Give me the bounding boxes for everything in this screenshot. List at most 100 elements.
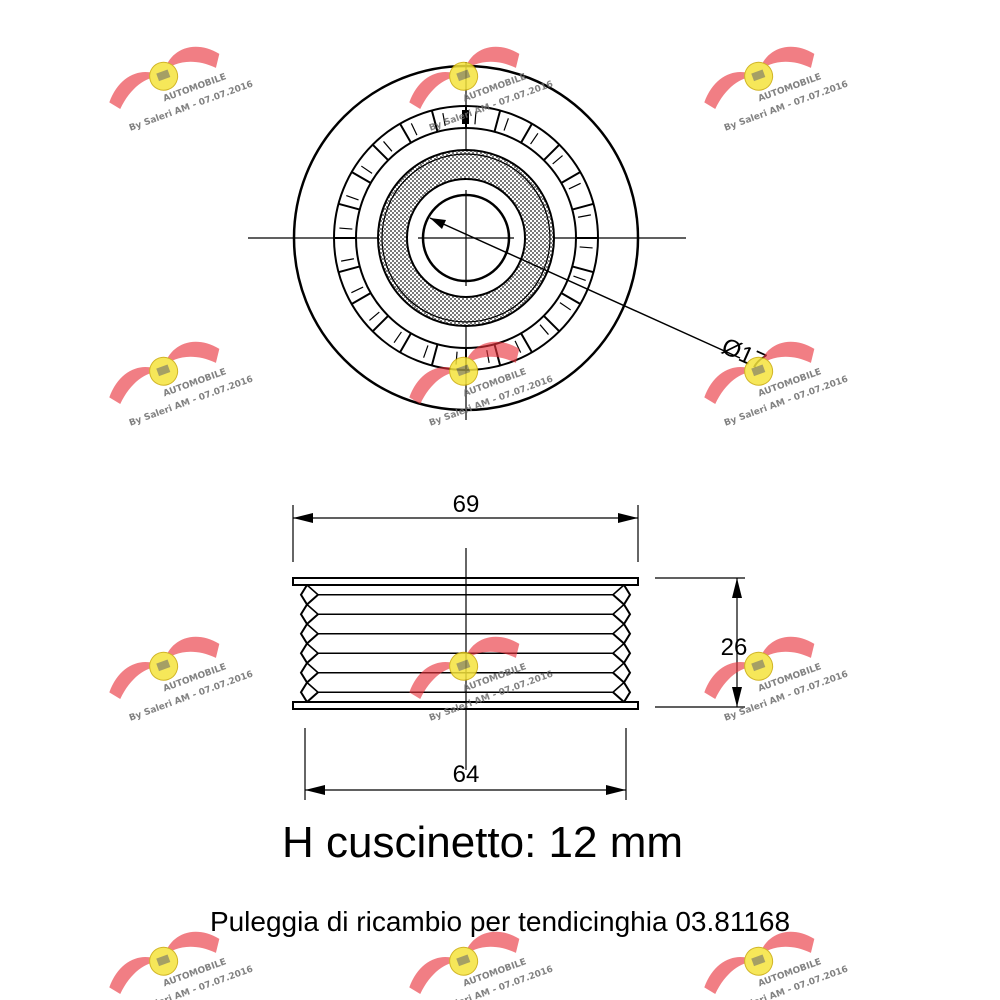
rib-tick (339, 227, 353, 230)
rib-line (520, 332, 533, 353)
rib-tick (530, 132, 539, 145)
rib-tick (552, 155, 563, 165)
outer-width-label: 69 (453, 491, 480, 518)
rib-tick (351, 286, 364, 294)
car-icon (156, 69, 171, 82)
arrow-right-64 (606, 785, 626, 795)
rib-line (338, 265, 361, 274)
groove-flank (612, 633, 625, 645)
rib-line (371, 315, 389, 333)
rib-tick (346, 195, 359, 201)
groove-profile-left (299, 584, 309, 703)
arrow-bottom-26 (732, 687, 742, 707)
wing-icon (759, 46, 815, 72)
car-icon (751, 69, 766, 82)
wing-icon (109, 662, 162, 700)
groove-flank (306, 594, 319, 606)
rib-line (543, 143, 561, 161)
car-icon (456, 364, 471, 377)
rib-line (399, 123, 412, 144)
diameter-arrowhead (430, 218, 446, 229)
bearing-seal-edge (381, 153, 551, 323)
top-marker (462, 110, 469, 124)
rib-line (430, 110, 439, 133)
arrow-left-64 (305, 785, 325, 795)
car-icon (456, 69, 471, 82)
side-view (292, 505, 745, 800)
rib-tick (360, 165, 373, 174)
rib-line (430, 343, 439, 366)
rib-line (560, 292, 581, 305)
rib-tick (503, 118, 509, 131)
rib-line (371, 143, 389, 161)
inner-width-label: 64 (453, 761, 480, 788)
rib-tick (474, 111, 477, 125)
wing-icon (109, 72, 162, 110)
rib-line (571, 265, 594, 274)
pulley-grooves (299, 584, 632, 703)
rib-tick (573, 275, 586, 281)
wing-icon (409, 367, 462, 405)
groove-flank (306, 652, 319, 664)
wing-icon (464, 931, 520, 957)
rib-line (351, 171, 372, 184)
rib-line (571, 202, 594, 211)
rib-tick (514, 340, 522, 353)
car-icon (456, 954, 471, 967)
wing-icon (759, 636, 815, 662)
arrow-left-69 (293, 513, 313, 523)
car-icon (751, 659, 766, 672)
rib-tick (568, 182, 581, 190)
wing-icon (109, 367, 162, 405)
rib-tick (423, 345, 429, 358)
wing-icon (464, 46, 520, 72)
rib-line (543, 315, 561, 333)
rib-tick (383, 141, 393, 152)
wing-icon (464, 341, 520, 367)
groove-flank (306, 672, 319, 684)
groove-flank (612, 613, 625, 625)
front-view (248, 62, 741, 420)
rib-tick (341, 258, 355, 262)
rib-tick (369, 311, 380, 321)
arrow-top-26 (732, 578, 742, 598)
wing-icon (164, 636, 220, 662)
wing-icon (759, 931, 815, 957)
wing-icon (704, 72, 757, 110)
wing-icon (409, 662, 462, 700)
wing-icon (704, 367, 757, 405)
groove-flank (612, 594, 625, 606)
wing-icon (164, 46, 220, 72)
rib-line (399, 332, 412, 353)
groove-profile-right (622, 584, 632, 703)
wing-icon (109, 957, 162, 995)
wing-icon (759, 341, 815, 367)
rib-tick (410, 123, 418, 136)
rib-line (351, 292, 372, 305)
groove-flank (306, 613, 319, 625)
bearing-height-caption: H cuscinetto: 12 mm (281, 818, 684, 867)
rib-line (520, 123, 533, 144)
wing-icon (164, 931, 220, 957)
rib-tick (393, 331, 402, 344)
groove-flank (612, 691, 625, 703)
wing-icon (464, 636, 520, 662)
rib-line (338, 202, 361, 211)
groove-flank (306, 691, 319, 703)
car-icon (156, 364, 171, 377)
rib-tick (559, 302, 572, 311)
wing-icon (164, 341, 220, 367)
car-icon (156, 954, 171, 967)
diameter-leader-line (429, 217, 741, 359)
rib-line (493, 110, 502, 133)
groove-flank (306, 633, 319, 645)
